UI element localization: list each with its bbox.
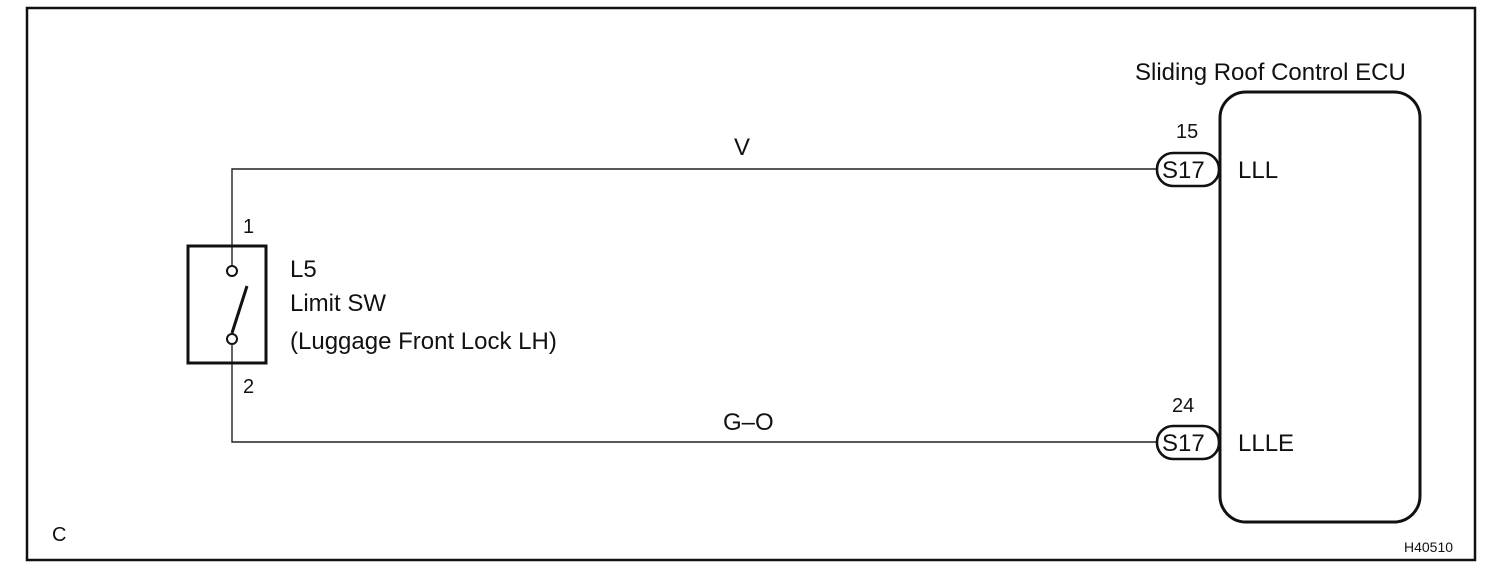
- switch-contact-top-icon: [226, 265, 238, 277]
- wire-v: [231, 168, 1158, 248]
- connector-s17-bottom: [1155, 424, 1221, 461]
- wire-g-o-color-code: G–O: [723, 409, 774, 436]
- ecu-terminal-llle: LLLE: [1238, 430, 1294, 457]
- limit-switch-box: [186, 244, 268, 365]
- switch-pin-2: 2: [243, 376, 254, 398]
- wire-g-o: [231, 362, 1158, 443]
- ecu-terminal-lll: LLL: [1238, 157, 1278, 184]
- wire-v-color-code: V: [734, 134, 750, 161]
- connector-s17-bottom-label: S17: [1162, 430, 1205, 457]
- switch-name: Limit SW: [290, 290, 386, 317]
- corner-label: C: [52, 524, 66, 546]
- figure-id: H40510: [1404, 539, 1453, 555]
- ecu-pin-15: 15: [1176, 121, 1198, 143]
- ecu-pin-24: 24: [1172, 395, 1194, 417]
- switch-code: L5: [290, 256, 317, 283]
- switch-blade-icon: [230, 285, 249, 334]
- switch-pin-1: 1: [243, 216, 254, 238]
- connector-s17-top: [1155, 151, 1221, 188]
- diagram-frame: [25, 6, 1477, 562]
- switch-description: (Luggage Front Lock LH): [290, 328, 557, 355]
- ecu-box: [1218, 90, 1422, 524]
- connector-s17-top-label: S17: [1162, 157, 1205, 184]
- switch-contact-bottom-icon: [226, 333, 238, 345]
- ecu-title: Sliding Roof Control ECU: [1135, 59, 1406, 86]
